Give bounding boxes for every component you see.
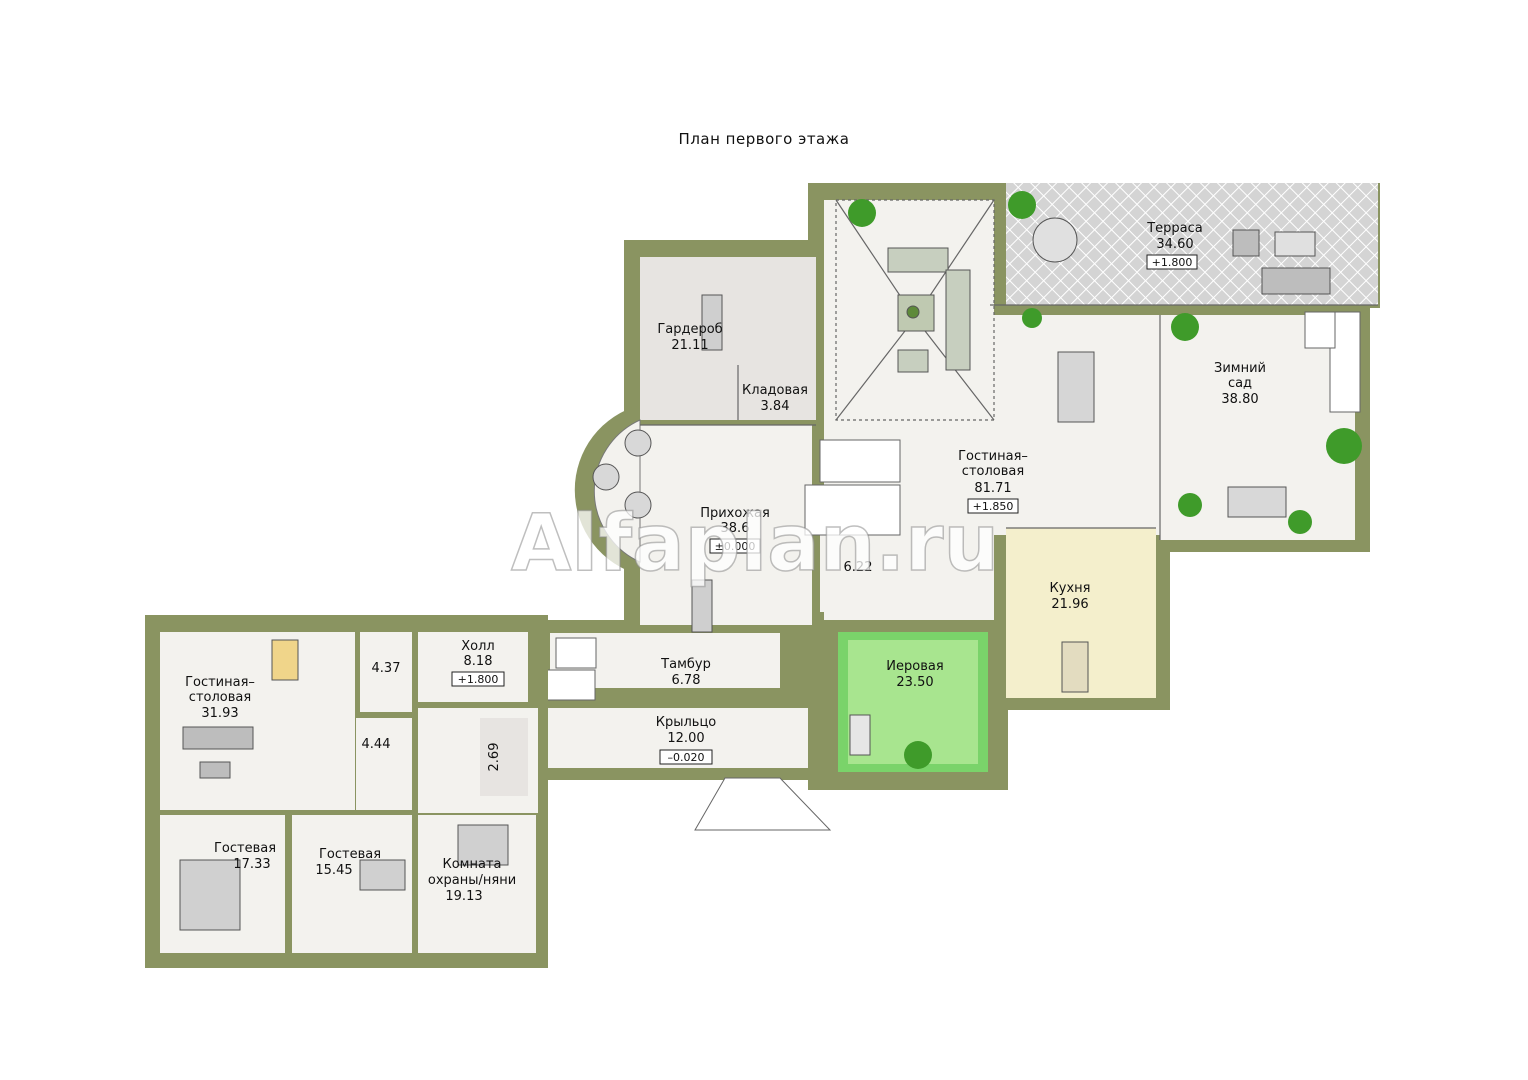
kitchen-name: Кухня (1050, 581, 1091, 596)
left-wing-furniture (179, 639, 509, 931)
winter-garden-area: 38.80 (1221, 392, 1258, 407)
nanny-area: 19.13 (445, 889, 482, 904)
wc-main-area: 6.22 (844, 560, 873, 575)
porch-area: 12.00 (667, 731, 704, 746)
bath-444-area: 4.44 (362, 737, 391, 752)
terrace-area: 34.60 (1156, 237, 1193, 252)
terrace-name: Терраса (1146, 221, 1203, 236)
furniture (592, 217, 1331, 756)
guest-living-name-1: Гостиная– (185, 675, 255, 690)
hallway-level: ±0.000 (715, 540, 756, 553)
plants (848, 191, 1362, 769)
living-dining-name-1: Гостиная– (958, 449, 1028, 464)
vestibule-name: Тамбур (660, 657, 711, 672)
pantry-name: Кладовая (742, 383, 808, 398)
pantry-area: 3.84 (761, 399, 790, 414)
vestibule-area: 6.78 (672, 673, 701, 688)
guest2-area: 15.45 (315, 863, 352, 878)
kitchen-area: 21.96 (1051, 597, 1088, 612)
stairs (544, 311, 1361, 831)
living-dining-level: +1.850 (973, 500, 1014, 513)
hall-floor (418, 632, 528, 702)
guest1-area: 17.33 (233, 857, 270, 872)
guest-living-floor (160, 632, 355, 810)
hall-name: Холл (461, 639, 494, 654)
hallway-floor (640, 425, 812, 625)
guest-living-name-2: столовая (189, 690, 251, 705)
room-labels: Терраса 34.60 +1.800 Зимний сад 38.80 Га… (185, 221, 1266, 904)
closet-269-area: 2.69 (487, 743, 502, 772)
watermark: Alfaplan.ru (511, 499, 999, 589)
guest1-name: Гостевая (214, 841, 276, 856)
nanny-name-2: охраны/няни (428, 873, 516, 888)
pantry-floor (738, 365, 814, 420)
porch-level: –0.020 (668, 751, 705, 764)
winter-garden-name-1: Зимний (1214, 361, 1266, 376)
hallway-name: Прихожая (700, 506, 770, 521)
winter-garden-name-2: сад (1228, 376, 1252, 391)
playroom-name: Иеровая (886, 659, 943, 674)
plan-title: План первого этажа (678, 130, 850, 148)
playroom-area: 23.50 (896, 675, 933, 690)
nanny-name-1: Комната (443, 857, 502, 872)
living-dining-name-2: столовая (962, 464, 1024, 479)
terrace-level: +1.800 (1152, 256, 1193, 269)
wardrobe-area: 21.11 (671, 338, 708, 353)
guest2-name: Гостевая (319, 847, 381, 862)
guest-living-area: 31.93 (201, 706, 238, 721)
hall-area: 8.18 (464, 654, 493, 669)
hallway-area: 38.6 (721, 521, 750, 536)
living-dining-area: 81.71 (974, 481, 1011, 496)
porch-name: Крыльцо (656, 715, 717, 730)
wardrobe-name: Гардероб (657, 322, 722, 337)
hall-level: +1.800 (458, 673, 499, 686)
room-437-area: 4.37 (372, 661, 401, 676)
